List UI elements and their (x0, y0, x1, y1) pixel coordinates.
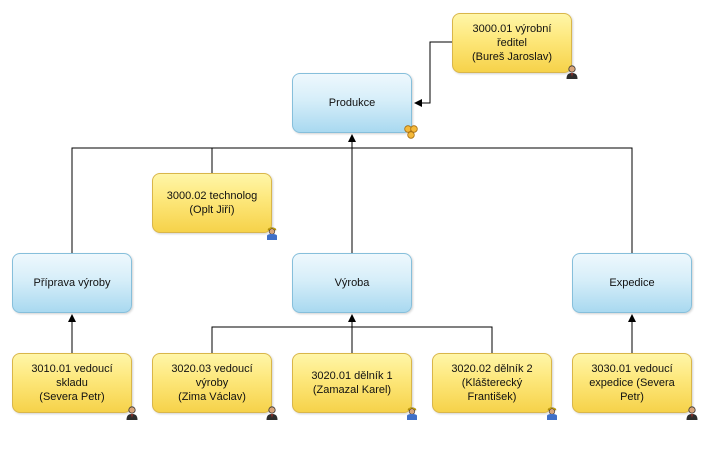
position-technolog[interactable]: 3000.02 technolog (Oplt Jiří) (152, 173, 272, 233)
worker-icon (267, 227, 277, 240)
position-vedouci-expedice[interactable]: 3030.01 vedoucí expedice (Severa Petr) (572, 353, 692, 413)
unit-label: Výroba (334, 277, 370, 289)
unit-expedice[interactable]: Expedice (572, 253, 692, 313)
group-icon (404, 125, 418, 139)
position-label: 3000.02 technolog (Oplt Jiří) (166, 190, 258, 216)
manager-icon (126, 406, 138, 420)
unit-label: Expedice (609, 277, 655, 289)
manager-icon (686, 406, 698, 420)
position-label: 3020.02 dělník 2 (Klášterecký František) (451, 363, 533, 403)
connector-vyroba-bus (211, 326, 493, 353)
position-delnik-2[interactable]: 3020.02 dělník 2 (Klášterecký František) (432, 353, 552, 413)
unit-produkce[interactable]: Produkce (292, 73, 412, 133)
unit-priprava-vyroby[interactable]: Příprava výroby (12, 253, 132, 313)
position-vyrobni-reditel[interactable]: 3000.01 výrobní ředitel (Bureš Jaroslav) (452, 13, 572, 73)
connector-reditel-produkce (414, 41, 452, 107)
manager-icon (266, 406, 278, 420)
position-label: 3020.03 vedoucí výroby (Zima Václav) (171, 363, 253, 403)
position-vedouci-skladu[interactable]: 3010.01 vedoucí skladu (Severa Petr) (12, 353, 132, 413)
worker-icon (547, 407, 557, 420)
unit-vyroba[interactable]: Výroba (292, 253, 412, 313)
position-label: 3010.01 vedoucí skladu (Severa Petr) (31, 363, 113, 403)
position-label: 3030.01 vedoucí expedice (Severa Petr) (589, 363, 675, 403)
position-delnik-1[interactable]: 3020.01 dělník 1 (Zamazal Karel) (292, 353, 412, 413)
position-label: 3000.01 výrobní ředitel (Bureš Jaroslav) (471, 23, 553, 63)
unit-label: Příprava výroby (33, 277, 111, 289)
worker-icon (407, 407, 417, 420)
unit-label: Produkce (328, 97, 376, 109)
manager-icon (566, 65, 578, 79)
position-label: 3020.01 dělník 1 (Zamazal Karel) (311, 370, 393, 396)
position-vedouci-vyroby[interactable]: 3020.03 vedoucí výroby (Zima Václav) (152, 353, 272, 413)
